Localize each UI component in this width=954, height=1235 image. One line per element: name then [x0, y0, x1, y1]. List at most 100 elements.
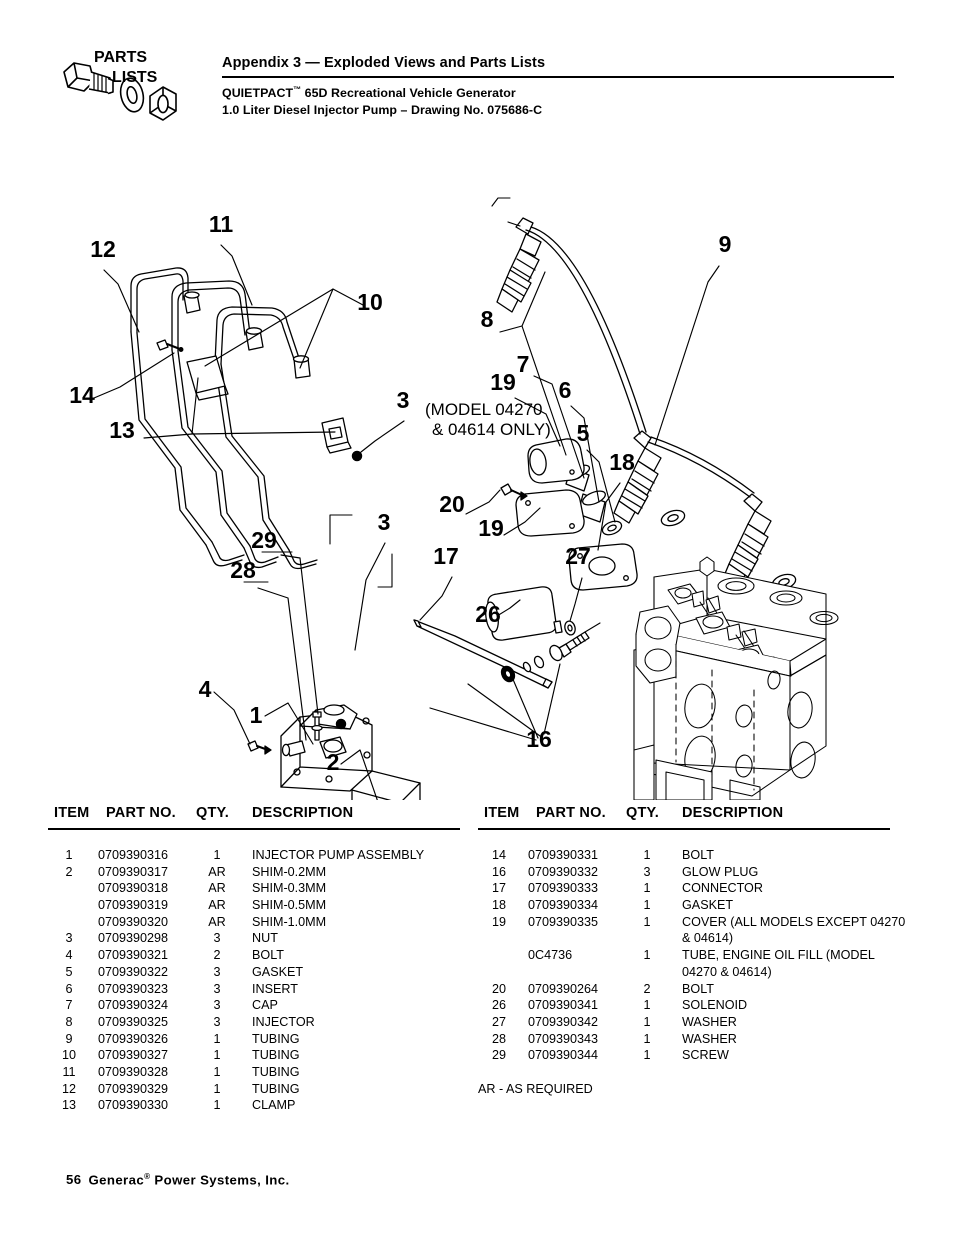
callout-number: 27 — [565, 543, 591, 569]
cell-qty: 2 — [213, 948, 221, 963]
cell-part-no: 0709390324 — [98, 998, 169, 1013]
cell-description: BOLT — [252, 948, 284, 963]
callout-number: 5 — [577, 420, 590, 446]
cell-item: 14 — [491, 848, 506, 862]
trademark-symbol: ™ — [293, 85, 302, 94]
cell-description: CONNECTOR — [682, 881, 763, 896]
engine-block — [633, 556, 839, 800]
cell-item: 5 — [65, 964, 73, 979]
cell-part-no: 0709390334 — [528, 898, 599, 913]
company-name-rest: Power Systems, Inc. — [150, 1172, 290, 1188]
cell-qty: 1 — [213, 1031, 221, 1046]
parts-tables: ITEM PART NO. QTY. DESCRIPTION 1 07093903… — [0, 805, 954, 1145]
header-text-block: Appendix 3 — Exploded Views and Parts Li… — [222, 54, 894, 118]
cell-part-no: 0709390327 — [98, 1048, 169, 1063]
callout-number: 10 — [357, 289, 383, 315]
cell-item: 10 — [61, 1048, 76, 1063]
cell-item: 9 — [65, 1031, 73, 1046]
cell-qty: 3 — [213, 998, 221, 1013]
cell-part-no: 0709390332 — [528, 864, 599, 879]
cell-part-no: 0709390329 — [98, 1081, 169, 1096]
cell-description: INJECTOR — [252, 1014, 315, 1029]
page-number: 56 — [66, 1172, 82, 1188]
cell-description: NUT — [252, 931, 278, 946]
injector-pump-assembly — [247, 704, 421, 800]
table-header-rule — [478, 828, 890, 830]
subtitle-product-name: QUIETPACT — [222, 86, 294, 101]
cell-part-no: 0709390342 — [528, 1014, 599, 1029]
cell-item: 26 — [491, 998, 506, 1013]
injector-assembly-group — [496, 217, 797, 591]
cell-part-no: 0709390328 — [98, 1064, 169, 1079]
cell-description: TUBING — [252, 1048, 300, 1063]
column-header-description: DESCRIPTION — [252, 805, 354, 821]
cell-item: 1 — [65, 848, 73, 862]
cell-part-no: 0709390344 — [528, 1048, 599, 1063]
cell-description: BOLT — [682, 981, 714, 996]
cell-qty: 1 — [643, 1048, 651, 1063]
cell-part-no: 0C4736 — [528, 948, 573, 963]
cell-qty: 3 — [643, 864, 651, 879]
callout-number: 20 — [439, 491, 465, 517]
cell-item: 27 — [491, 1014, 506, 1029]
cell-description: SOLENOID — [682, 998, 748, 1013]
cell-item: 6 — [65, 981, 73, 996]
cell-item: 7 — [65, 998, 73, 1013]
column-header-item: ITEM — [484, 805, 520, 821]
registered-symbol: ® — [144, 1172, 151, 1181]
leader-lines — [93, 244, 720, 800]
cell-description: INJECTOR PUMP ASSEMBLY — [252, 848, 425, 862]
cell-qty: 1 — [213, 1048, 221, 1063]
cell-item: 2 — [65, 864, 73, 879]
cell-part-no: 0709390330 — [98, 1098, 169, 1113]
cell-part-no: 0709390341 — [528, 998, 599, 1013]
callout-number: 29 — [251, 527, 277, 553]
column-header-part-no: PART NO. — [536, 805, 606, 821]
cell-part-no: 0709390320 — [98, 914, 169, 929]
callout-number: 2 — [327, 749, 340, 775]
column-header-item: ITEM — [54, 805, 90, 821]
cell-item: 3 — [65, 931, 73, 946]
cell-part-no: 0709390333 — [528, 881, 599, 896]
cell-item: 4 — [65, 948, 73, 963]
table-header-left: ITEM PART NO. QTY. DESCRIPTION — [48, 805, 460, 835]
cell-item: 17 — [491, 881, 506, 896]
page-title: Appendix 3 — Exploded Views and Parts Li… — [222, 55, 546, 71]
callout-number: 4 — [199, 676, 212, 702]
cell-part-no: 0709390318 — [98, 881, 169, 896]
cell-description: GASKET — [252, 964, 304, 979]
cell-description-continued: 04270 & 04614) — [682, 964, 772, 979]
cell-qty: 3 — [213, 981, 221, 996]
column-header-description: DESCRIPTION — [682, 805, 784, 821]
cell-description: SHIM-1.0MM — [252, 914, 327, 929]
model-note-line1: (MODEL 04270 — [425, 400, 542, 419]
cell-item: 19 — [491, 914, 506, 929]
callout-number: 19 — [490, 369, 516, 395]
cell-item: 11 — [62, 1064, 76, 1079]
model-note-line2: & 04614 ONLY) — [432, 420, 551, 439]
fuel-tubing-assembly — [130, 267, 363, 570]
cell-description: WASHER — [682, 1031, 737, 1046]
callout-number: 7 — [517, 351, 530, 377]
callout-number: 11 — [209, 211, 234, 237]
callout-number: 16 — [526, 726, 552, 752]
grouping-lines — [243, 197, 511, 588]
cell-description: SCREW — [682, 1048, 729, 1063]
cell-qty: 1 — [643, 1014, 651, 1029]
cell-description: GLOW PLUG — [682, 864, 759, 879]
cell-qty: AR — [208, 864, 226, 879]
page-header: PARTS LISTS Appendix 3 — Exploded Views … — [0, 0, 954, 150]
callout-number: 12 — [90, 236, 116, 262]
